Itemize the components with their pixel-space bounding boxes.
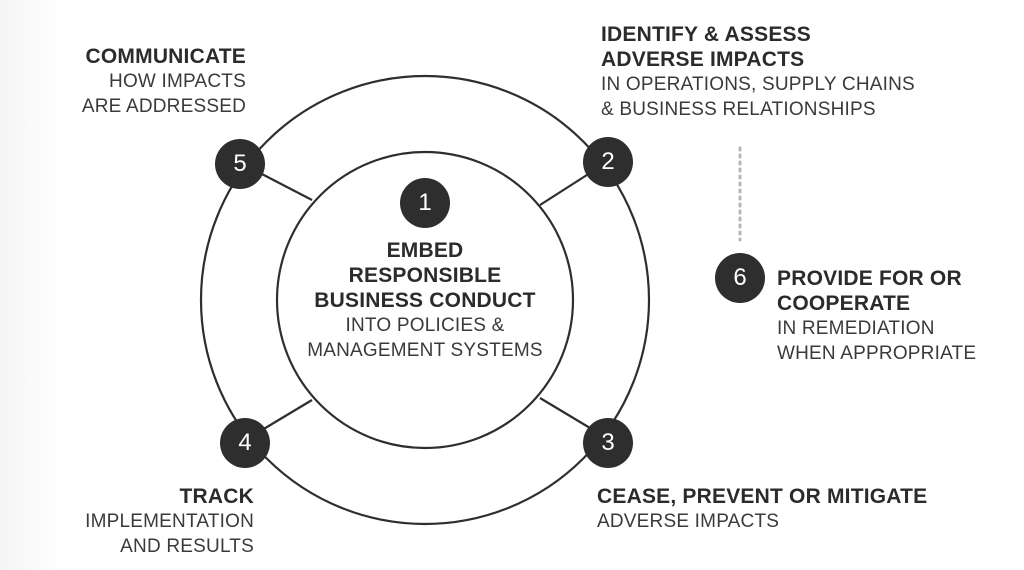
- step-1-text: EMBED RESPONSIBLE BUSINESS CONDUCT INTO …: [300, 238, 550, 363]
- spoke-4: [261, 399, 313, 431]
- step-2-detail-line-2: & BUSINESS RELATIONSHIPS: [601, 99, 876, 120]
- step-4-detail-line-2: AND RESULTS: [120, 536, 254, 557]
- spoke-5: [257, 171, 313, 201]
- step-4-text: TRACK IMPLEMENTATION AND RESULTS: [40, 484, 254, 559]
- step-5-text: COMMUNICATE HOW IMPACTS ARE ADDRESSED: [40, 44, 246, 119]
- step-1-detail-line-2: MANAGEMENT SYSTEMS: [307, 340, 543, 361]
- step-5-detail-line-1: HOW IMPACTS: [109, 71, 246, 92]
- step-3-detail-line-1: ADVERSE IMPACTS: [597, 511, 780, 532]
- step-badge-3: 3: [583, 418, 633, 468]
- step-1-heading-line-3: BUSINESS CONDUCT: [314, 289, 536, 312]
- step-2-heading-line-2: ADVERSE IMPACTS: [601, 48, 805, 71]
- step-2-detail-line-1: IN OPERATIONS, SUPPLY CHAINS: [601, 74, 915, 95]
- step-badge-5: 5: [215, 139, 265, 189]
- step-6-detail-line-2: WHEN APPROPRIATE: [777, 343, 977, 364]
- step-6-heading-line-2: COOPERATE: [777, 292, 911, 315]
- step-3-text: CEASE, PREVENT OR MITIGATE ADVERSE IMPAC…: [597, 484, 937, 534]
- inner-circle: [275, 150, 575, 450]
- step-6-heading-line-1: PROVIDE FOR OR: [777, 267, 962, 290]
- step-5-heading-line-1: COMMUNICATE: [85, 45, 246, 68]
- step-6-text: PROVIDE FOR OR COOPERATE IN REMEDIATION …: [777, 266, 1017, 366]
- outer-ring: [199, 74, 651, 526]
- step-badge-1: 1: [400, 178, 450, 228]
- step-6-detail-line-1: IN REMEDIATION: [777, 318, 935, 339]
- step-badge-6: 6: [715, 253, 765, 303]
- spoke-3: [539, 397, 591, 429]
- spoke-2: [539, 172, 591, 206]
- step-2-text: IDENTIFY & ASSESS ADVERSE IMPACTS IN OPE…: [601, 22, 931, 122]
- step-1-heading-line-1: EMBED: [386, 239, 464, 262]
- step-1-heading-line-2: RESPONSIBLE: [348, 264, 502, 287]
- step-4-heading-line-1: TRACK: [179, 485, 254, 508]
- step-2-heading-line-1: IDENTIFY & ASSESS: [601, 23, 811, 46]
- step-1-detail-line-1: INTO POLICIES &: [345, 315, 505, 336]
- step-4-detail-line-1: IMPLEMENTATION: [85, 511, 254, 532]
- step-3-heading-line-1: CEASE, PREVENT OR MITIGATE: [597, 485, 928, 508]
- step-badge-4: 4: [220, 418, 270, 468]
- step-badge-2: 2: [583, 137, 633, 187]
- step-5-detail-line-2: ARE ADDRESSED: [81, 96, 246, 117]
